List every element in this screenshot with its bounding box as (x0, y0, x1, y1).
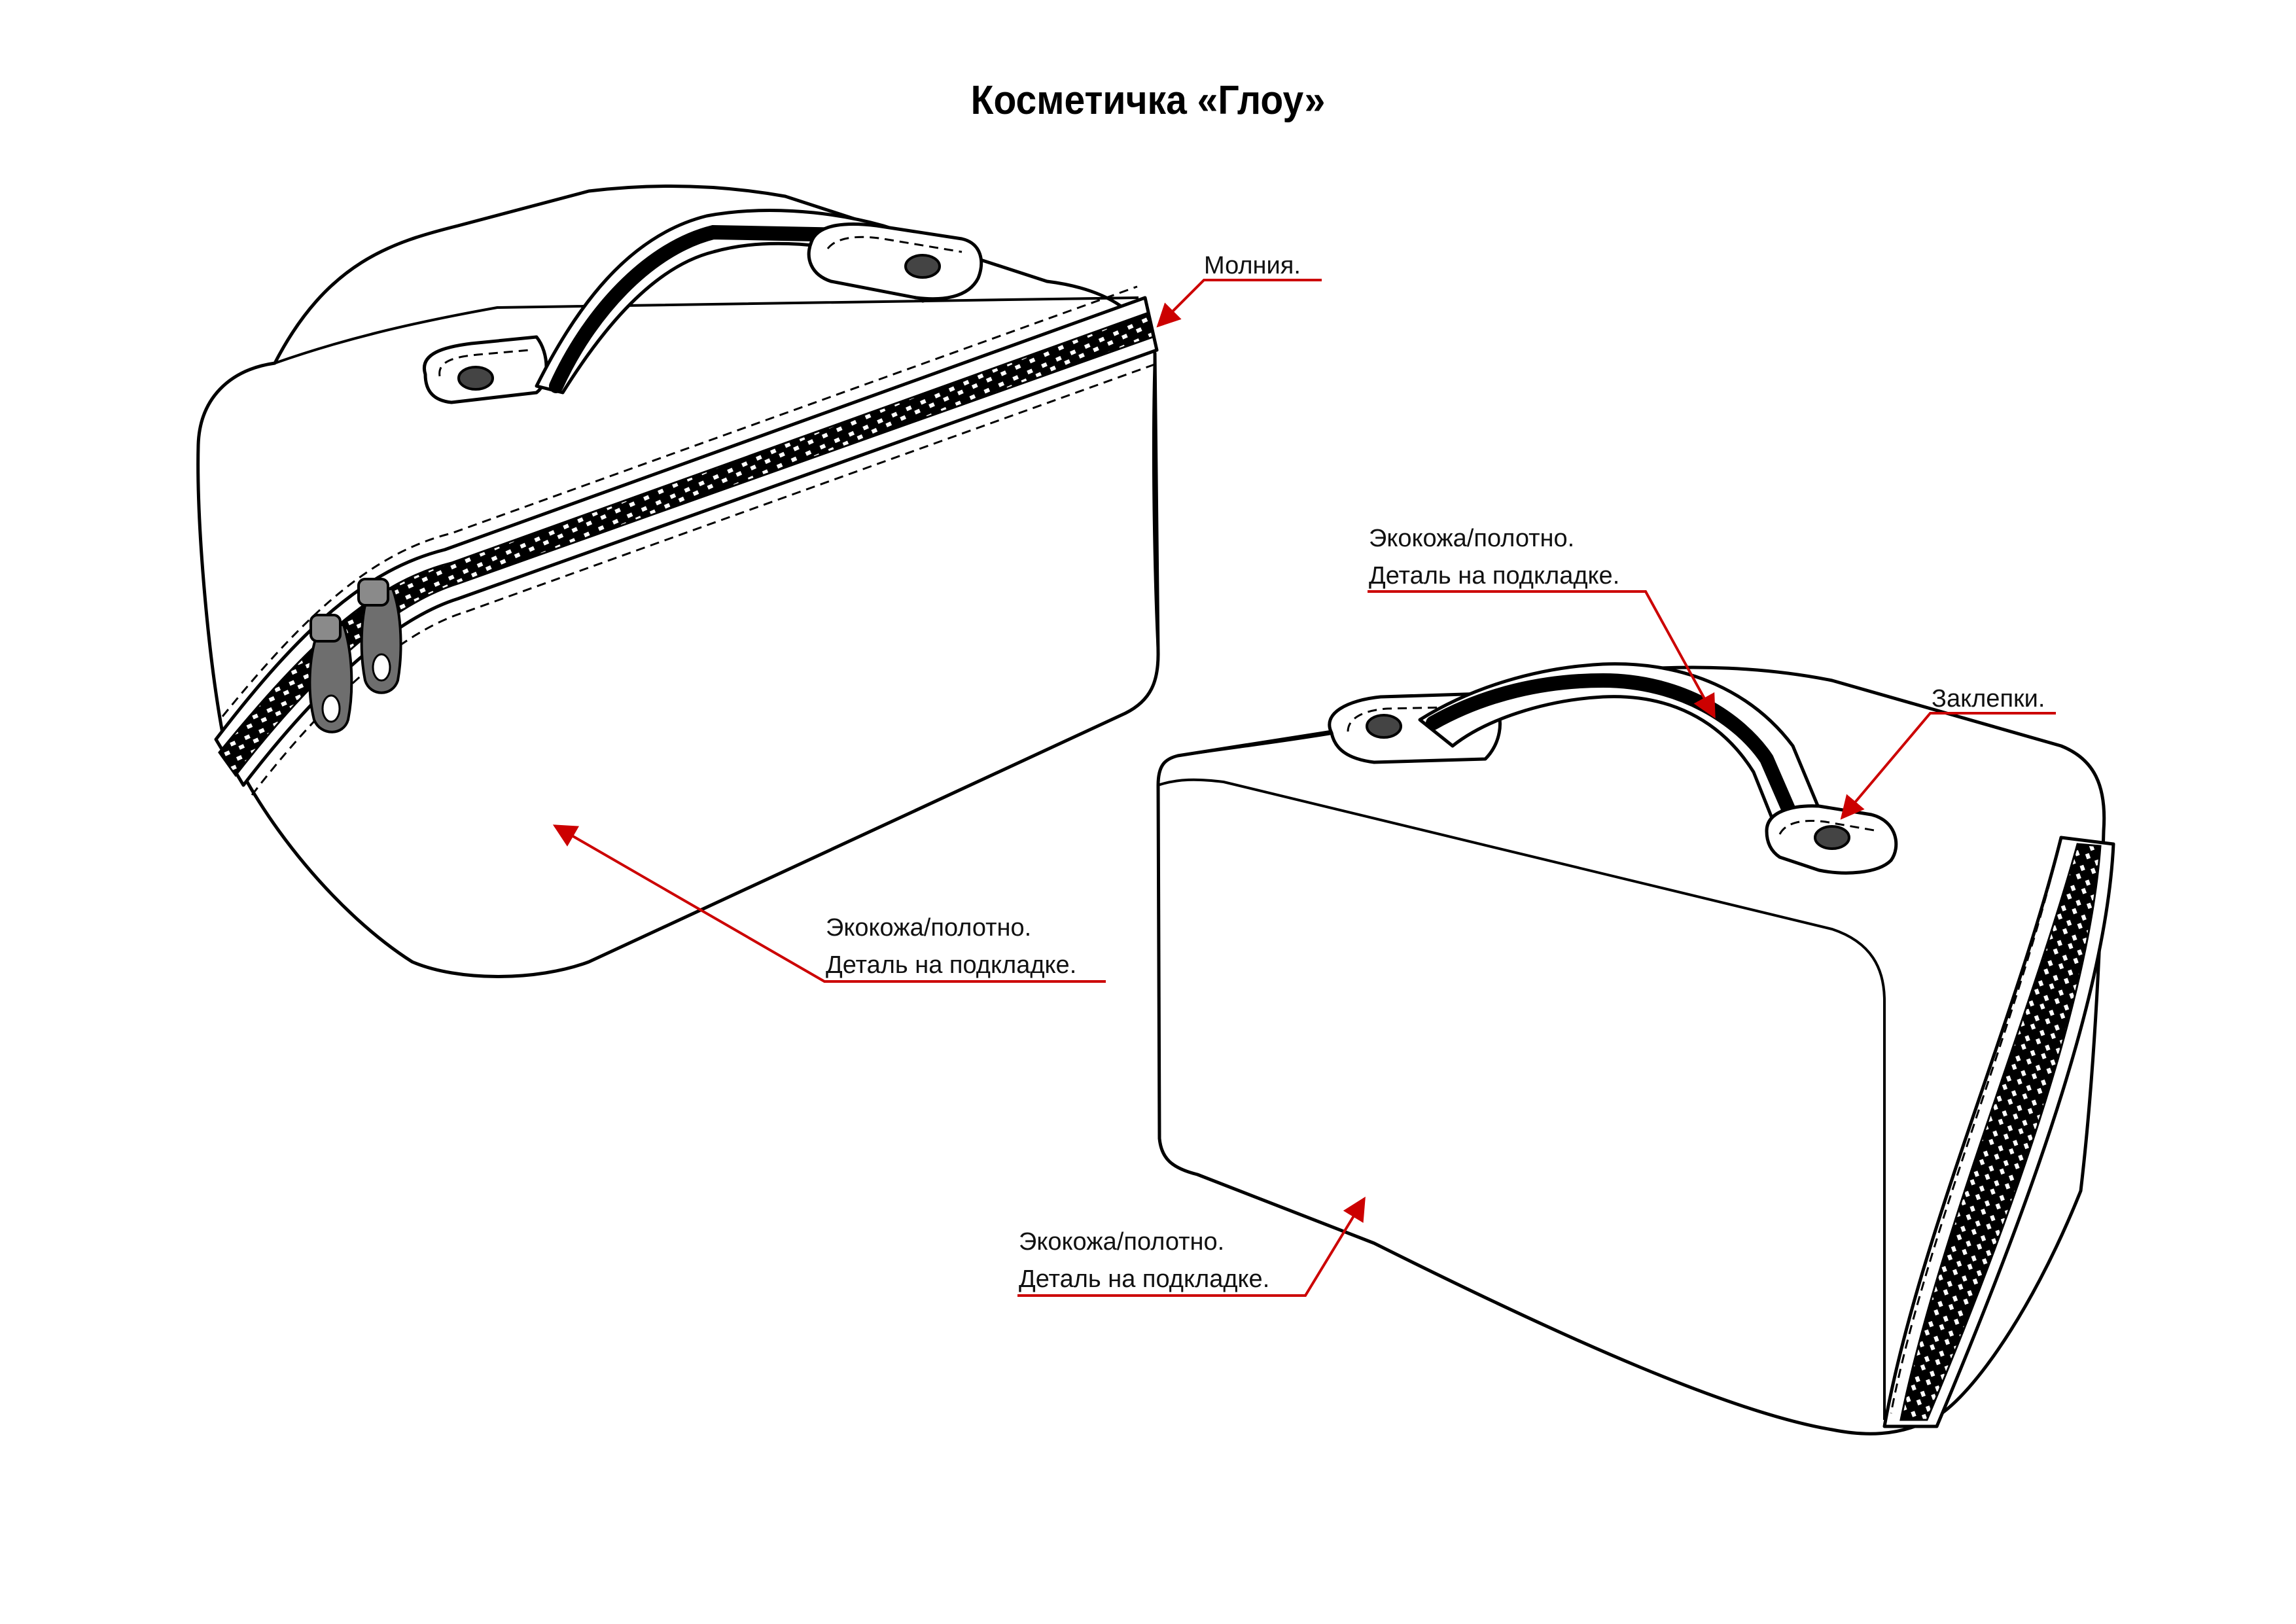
left-bag-top-panel-edge (274, 296, 1139, 364)
callout-left-body: Экокожа/полотно. Деталь на подкладке. (826, 909, 1076, 984)
right-zipper-stitch (1890, 850, 2059, 1414)
leader-zipper (1156, 279, 1322, 328)
leader-right-body (1017, 1196, 1366, 1297)
left-zipper-pullers (308, 578, 402, 733)
left-rivet-left (457, 366, 494, 391)
right-bag-handle (1328, 662, 1898, 875)
left-bag (196, 184, 1160, 978)
right-handle-strap (1418, 662, 1828, 839)
callout-rivets: Заклепки. (1932, 680, 2045, 718)
callout-left-body-line2: Деталь на подкладке. (826, 951, 1077, 979)
leader-right-handle (1368, 590, 1716, 719)
callout-right-body: Экокожа/полотно. Деталь на подкладке. (1019, 1224, 1269, 1298)
right-rivet-left (1366, 714, 1402, 739)
left-handle-tab-right (807, 222, 983, 301)
callout-zipper: Молния. (1204, 247, 1301, 285)
callout-rivets-text: Заклепки. (1932, 685, 2045, 713)
left-rivet-right (904, 254, 941, 279)
left-zipper-stitch-top (221, 285, 1138, 717)
callout-right-body-line2: Деталь на подкладке. (1019, 1265, 1270, 1293)
callout-right-handle-line1: Экокожа/полотно. (1369, 525, 1575, 552)
right-bag-front-panel (1157, 778, 1886, 1420)
right-rivet-right (1814, 825, 1850, 850)
sheet-title: Косметичка «Глоу» (970, 78, 1326, 123)
leader-lines (552, 279, 2056, 1297)
callout-right-handle-line2: Деталь на подкладке. (1369, 562, 1620, 590)
left-bag-side-edge (1152, 353, 1159, 655)
right-zipper-teeth (1899, 843, 2102, 1421)
callout-zipper-text: Молния. (1204, 252, 1301, 279)
callout-right-handle: Экокожа/полотно. Деталь на подкладке. (1369, 520, 1619, 595)
callout-right-body-line1: Экокожа/полотно. (1019, 1228, 1225, 1256)
leader-left-body (552, 824, 1106, 983)
right-bag (1156, 662, 2115, 1436)
leader-rivets (1840, 712, 2056, 820)
callout-left-body-line1: Экокожа/полотно. (826, 914, 1032, 942)
